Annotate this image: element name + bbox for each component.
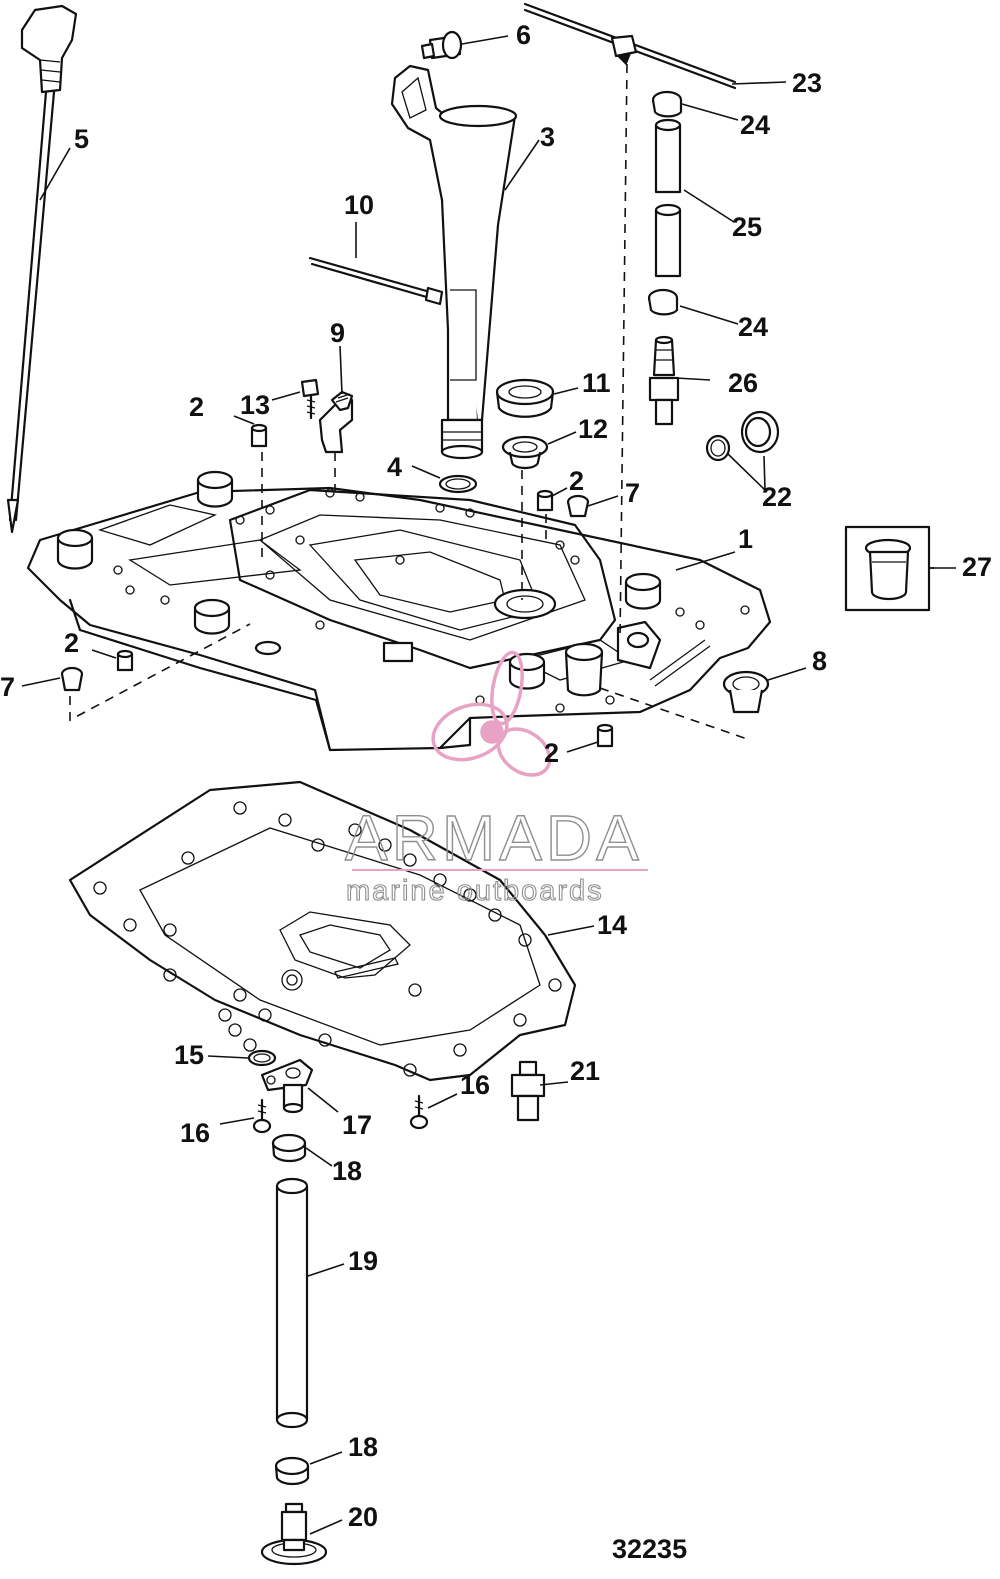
callout-8: 8 <box>812 646 827 676</box>
callout-24a: 24 <box>740 110 770 140</box>
callout-27: 27 <box>962 552 992 582</box>
callout-labels: 1 2 2 2 2 3 4 5 6 7 7 8 9 10 11 12 13 14… <box>0 20 992 1532</box>
fill-tube <box>390 64 518 460</box>
callout-7a: 7 <box>625 478 640 508</box>
callout-2c: 2 <box>64 628 79 658</box>
leader-lines <box>21 35 934 1535</box>
plug-22 <box>705 410 780 462</box>
screw-16-right <box>409 1094 429 1130</box>
hose <box>654 118 682 278</box>
fitting-21 <box>510 1060 546 1122</box>
elbow-fitting-9 <box>318 390 354 454</box>
fitting-20 <box>260 1502 328 1566</box>
callout-2b: 2 <box>569 466 584 496</box>
brand-watermark: ARMADA marine outboards <box>344 650 648 908</box>
grommet-12 <box>501 435 549 470</box>
callout-6: 6 <box>516 20 531 50</box>
gasket <box>68 780 577 1082</box>
callout-24b: 24 <box>738 312 768 342</box>
figure-number: 32235 <box>612 1534 687 1564</box>
callout-18b: 18 <box>348 1432 378 1462</box>
callout-2d: 2 <box>544 738 559 768</box>
inset-box-27 <box>844 525 931 612</box>
callout-17: 17 <box>342 1110 372 1140</box>
dowel-pins <box>116 423 614 748</box>
callout-20: 20 <box>348 1502 378 1532</box>
callout-18a: 18 <box>332 1156 362 1186</box>
hose-fitting <box>648 335 680 426</box>
o-ring-4 <box>438 474 478 494</box>
callout-11: 11 <box>582 368 611 398</box>
callout-4: 4 <box>387 452 402 482</box>
screw-16-left <box>252 1098 272 1134</box>
alignment-lines <box>69 63 751 741</box>
callout-9: 9 <box>330 318 345 348</box>
callout-13: 13 <box>240 390 270 420</box>
callout-10: 10 <box>344 190 374 220</box>
dipstick <box>6 4 78 534</box>
callout-2a: 2 <box>189 392 204 422</box>
watermark-tagline: marine outboards <box>346 875 604 907</box>
o-ring-15 <box>247 1049 277 1067</box>
callout-26: 26 <box>728 368 758 398</box>
seal-11 <box>495 378 555 418</box>
callout-1: 1 <box>738 524 753 554</box>
callout-23: 23 <box>792 68 822 98</box>
callout-3: 3 <box>540 122 555 152</box>
hose-clamp-lower <box>647 288 679 316</box>
callout-22: 22 <box>762 482 792 512</box>
callout-15: 15 <box>174 1040 204 1070</box>
callout-16b: 16 <box>180 1118 210 1148</box>
callout-19: 19 <box>348 1246 378 1276</box>
callout-12: 12 <box>578 414 608 444</box>
seal-18-upper <box>271 1133 307 1163</box>
callout-14: 14 <box>597 910 627 940</box>
callout-16a: 16 <box>460 1070 490 1100</box>
water-tube-19 <box>275 1177 309 1429</box>
water-tube-fitting-17 <box>260 1058 314 1114</box>
screw-13 <box>300 378 320 420</box>
bolt-6 <box>420 30 463 60</box>
callout-7b: 7 <box>0 672 15 702</box>
callout-25: 25 <box>732 212 762 242</box>
plugs-7 <box>60 494 590 692</box>
seal-18-lower <box>274 1456 310 1486</box>
callout-21: 21 <box>570 1056 600 1086</box>
hose-clamp-upper <box>651 90 683 118</box>
cable-tie-10 <box>308 256 444 306</box>
plug-8 <box>722 670 770 714</box>
cable-tie-23 <box>523 2 737 90</box>
adapter-plate <box>26 470 772 752</box>
watermark-brand: ARMADA <box>345 802 643 874</box>
propeller-logo <box>431 650 552 777</box>
callout-5: 5 <box>74 124 89 154</box>
